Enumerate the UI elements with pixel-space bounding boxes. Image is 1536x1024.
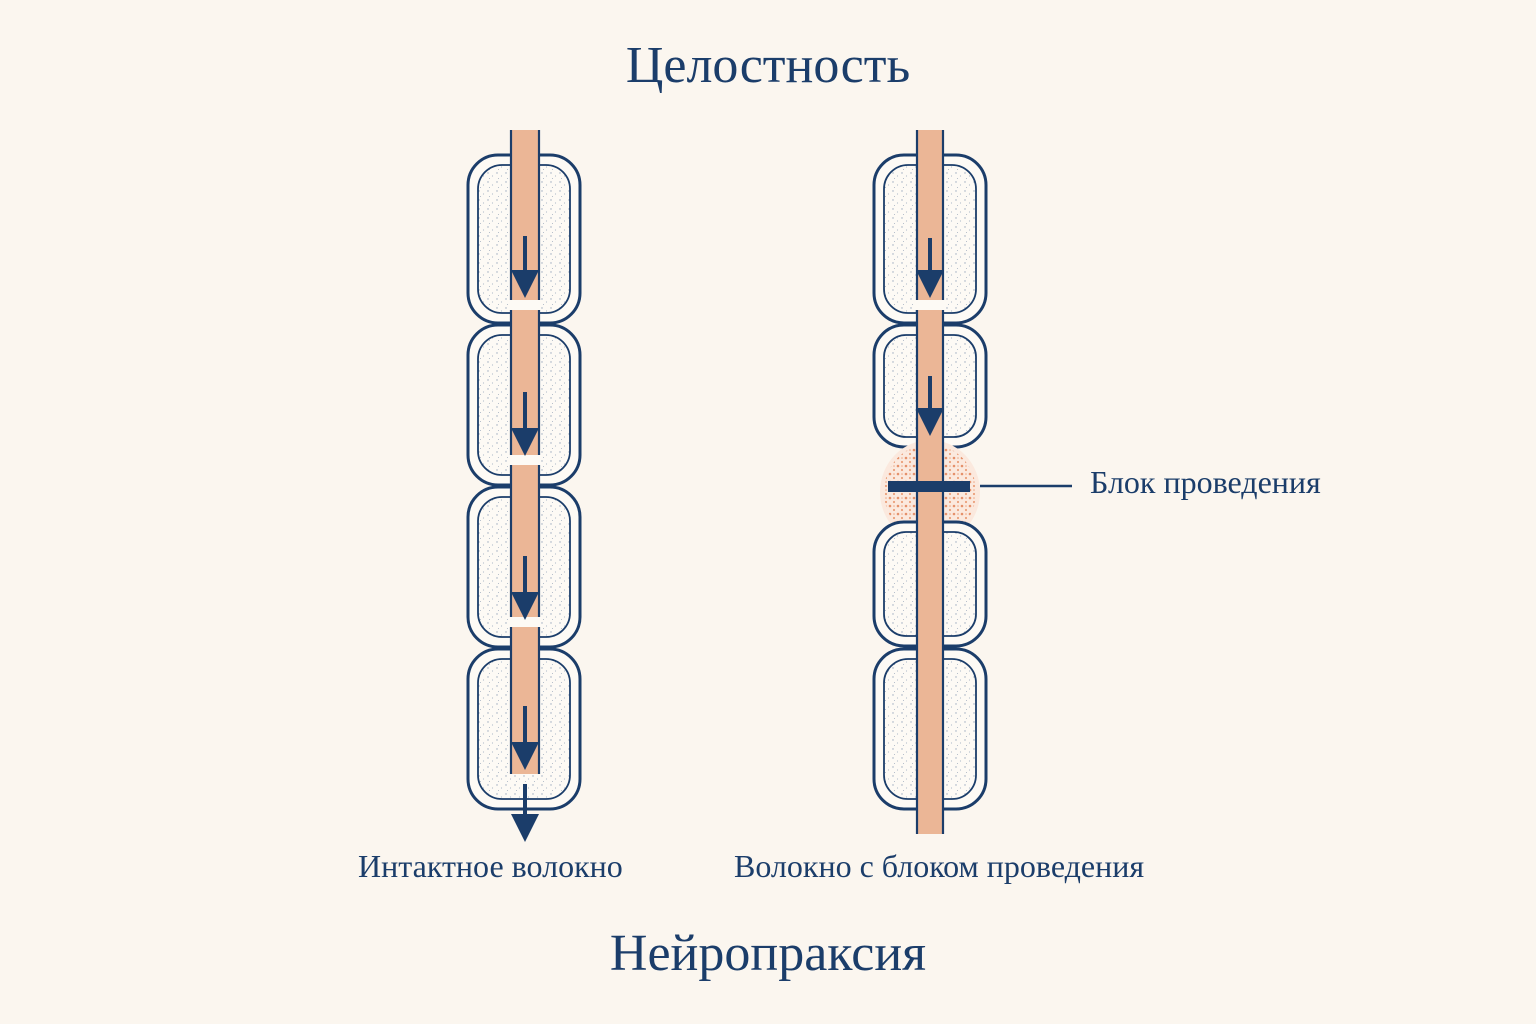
impulse-arrow-1: [511, 236, 539, 298]
impulse-arrow-1: [916, 238, 944, 298]
impulse-arrow-2: [511, 392, 539, 456]
blocked-fiber: [872, 130, 1072, 834]
diagram-subtitle: Нейропраксия: [609, 925, 927, 982]
intact-fiber-caption: Интактное волокно: [358, 848, 623, 884]
conduction-block-label: Блок проведения: [1090, 464, 1321, 500]
intact-fiber: [466, 130, 582, 842]
diagram-title: Целостность: [625, 37, 911, 94]
impulse-arrow-5: [511, 784, 539, 842]
impulse-arrow-2: [916, 376, 944, 436]
impulse-arrow-3: [511, 556, 539, 620]
conduction-block-bar: [888, 481, 970, 492]
blocked-fiber-caption: Волокно с блоком проведения: [734, 848, 1145, 884]
impulse-arrow-4: [511, 706, 539, 770]
